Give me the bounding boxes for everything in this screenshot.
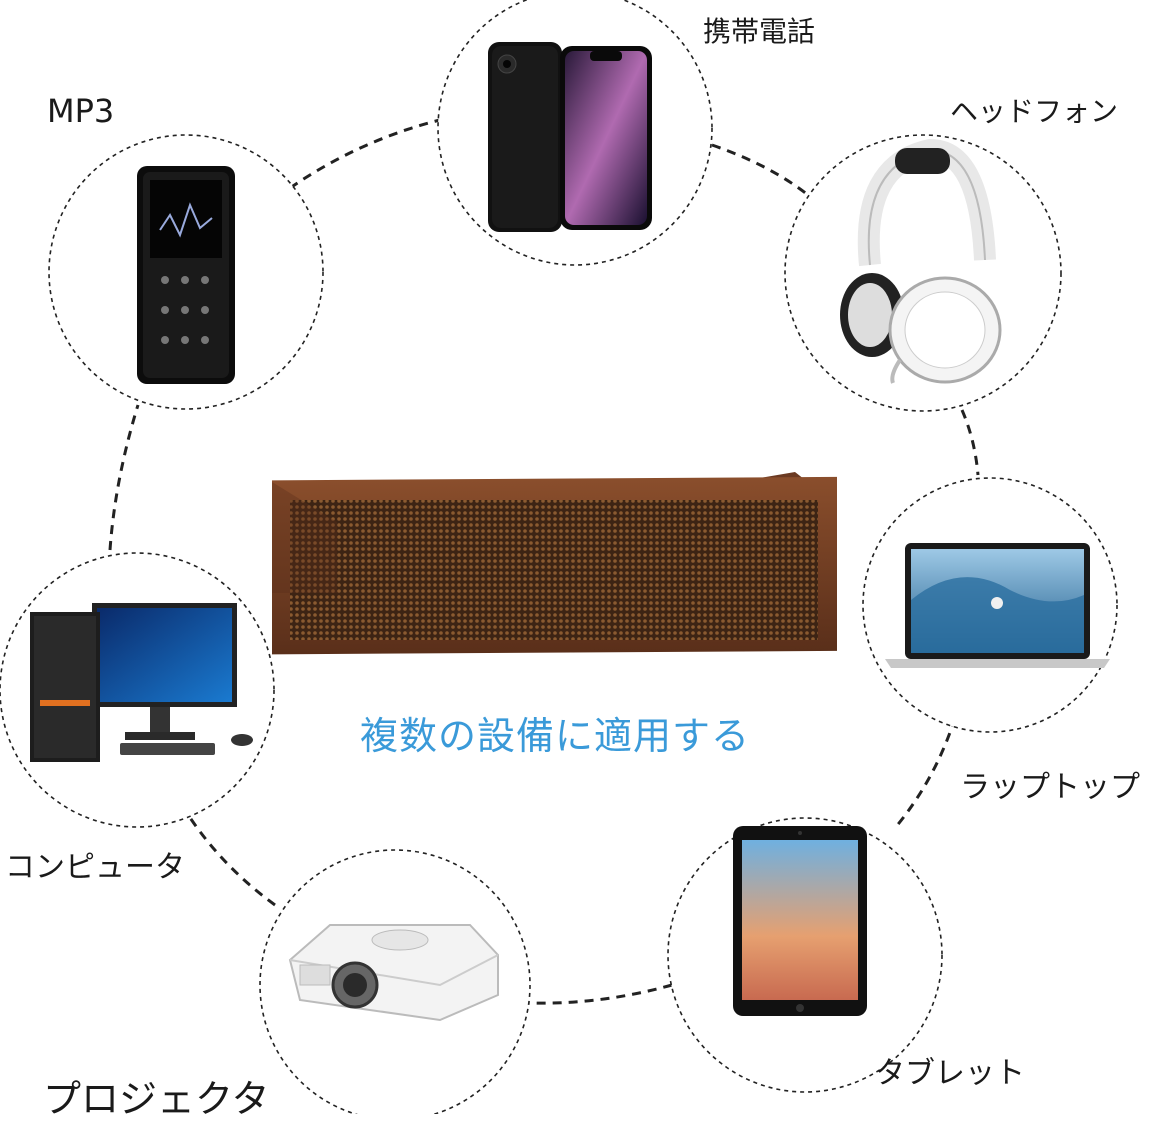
- connector-computer-mp3: [108, 404, 140, 551]
- smartphone-icon: [488, 42, 652, 232]
- connector-lines: [108, 118, 980, 1005]
- connector-laptop-tablet: [893, 717, 957, 829]
- desktop-computer-icon: [30, 603, 253, 762]
- tablet-icon: [733, 826, 867, 1016]
- mp3-player-icon: [137, 166, 235, 384]
- connector-tablet-projector: [527, 983, 673, 1005]
- connector-projector-computer: [183, 809, 276, 907]
- connector-headphones-laptop: [960, 409, 980, 476]
- label-projector: プロジェクタ: [43, 1077, 270, 1121]
- label-tablet: タブレット: [875, 1056, 1025, 1091]
- label-mp3: MP3: [47, 92, 115, 130]
- connector-phone-headphones: [711, 143, 809, 197]
- wooden-soundbar: [272, 472, 837, 655]
- label-laptop: ラップトップ: [960, 770, 1140, 805]
- headline: 複数の設備に適用する: [359, 714, 750, 758]
- label-headphones: ヘッドフォン: [950, 95, 1119, 128]
- projector-icon: [288, 924, 499, 1022]
- label-computer: コンピュータ: [5, 850, 185, 885]
- label-phone: 携帯電話: [703, 15, 816, 48]
- connector-mp3-phone: [289, 118, 441, 190]
- laptop-icon: [885, 543, 1110, 668]
- headphones-icon: [840, 138, 1002, 384]
